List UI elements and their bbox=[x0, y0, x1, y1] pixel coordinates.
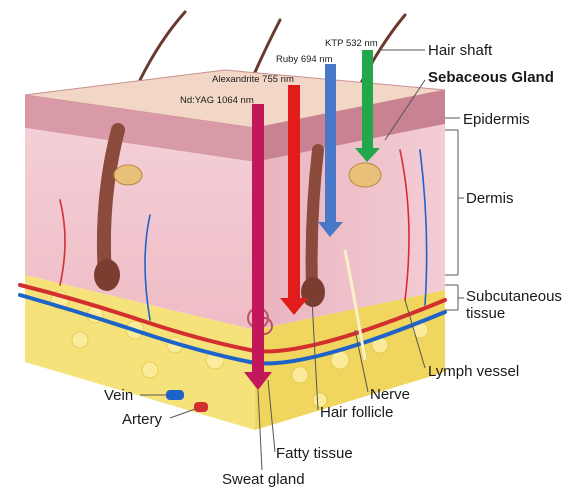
label-subcutaneous-1: Subcutaneous bbox=[466, 288, 562, 305]
label-vein: Vein bbox=[104, 387, 133, 404]
label-fatty-tissue: Fatty tissue bbox=[276, 445, 353, 462]
label-epidermis: Epidermis bbox=[463, 111, 530, 128]
label-sweat-gland: Sweat gland bbox=[222, 471, 305, 488]
label-nerve: Nerve bbox=[370, 386, 410, 403]
label-lymph-vessel: Lymph vessel bbox=[428, 363, 519, 380]
laser-ktp-label: KTP 532 nm bbox=[325, 38, 378, 49]
label-subcutaneous-2: tissue bbox=[466, 305, 505, 322]
artery-tube bbox=[194, 402, 208, 412]
vein-tube bbox=[166, 390, 184, 400]
label-sebaceous-gland: Sebaceous Gland bbox=[428, 69, 554, 86]
laser-ruby-label: Ruby 694 nm bbox=[276, 54, 333, 65]
label-hair-follicle: Hair follicle bbox=[320, 404, 393, 421]
label-dermis: Dermis bbox=[466, 190, 514, 207]
laser-alexandrite-label: Alexandrite 755 nm bbox=[212, 74, 294, 85]
laser-ndyag-label: Nd:YAG 1064 nm bbox=[180, 95, 254, 106]
label-hair-shaft: Hair shaft bbox=[428, 42, 493, 59]
label-artery: Artery bbox=[122, 411, 163, 428]
